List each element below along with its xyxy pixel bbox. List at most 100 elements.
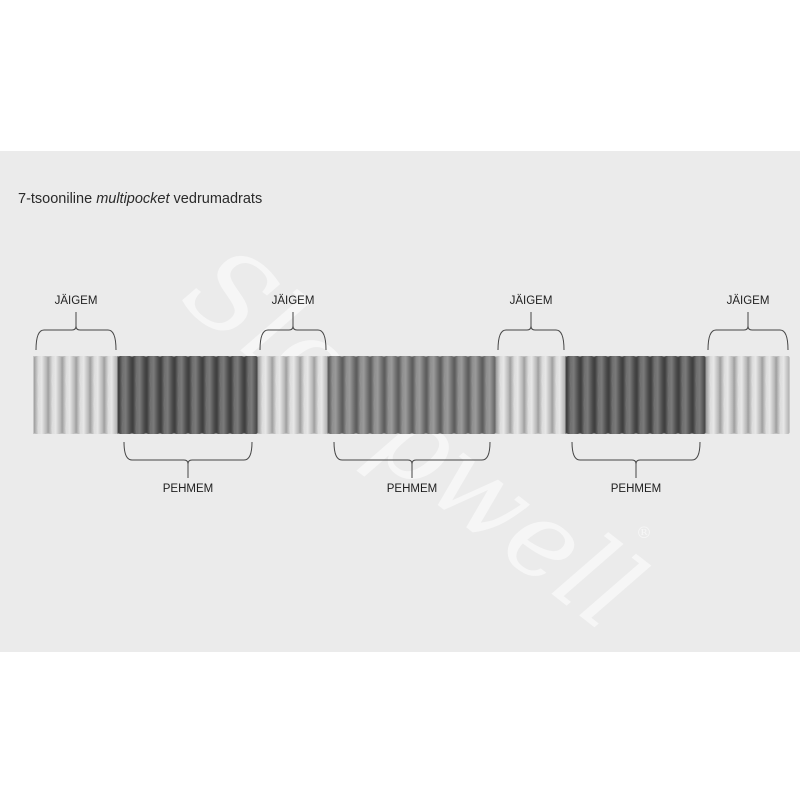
- pocket-stitch: [443, 361, 447, 435]
- pocket-stitch: [569, 361, 573, 435]
- spring-pocket: [412, 356, 426, 434]
- soft-zone-label: PEHMEM: [163, 483, 213, 495]
- spring-pocket: [216, 356, 230, 434]
- spring-pocket: [426, 356, 440, 434]
- watermark-mark: ®: [636, 523, 652, 542]
- firm-zone-label: JÄIGEM: [272, 295, 315, 307]
- zone-6-soft: PEHMEM: [565, 356, 706, 495]
- pocket-stitch: [471, 361, 475, 435]
- soft-zone-bracket: [123, 441, 253, 478]
- pocket-stitch: [415, 361, 419, 435]
- zone-5-firm: JÄIGEM: [495, 295, 566, 435]
- spring-pocket: [552, 356, 566, 434]
- pocket-stitch: [247, 361, 251, 435]
- pocket-stitch: [653, 361, 657, 435]
- spring-pocket: [272, 356, 286, 434]
- zone-3-firm: JÄIGEM: [257, 295, 328, 435]
- spring-pocket: [76, 356, 90, 434]
- spring-pocket: [62, 356, 76, 434]
- firm-zone-label: JÄIGEM: [727, 295, 770, 307]
- spring-pocket: [286, 356, 300, 434]
- spring-pocket: [622, 356, 636, 434]
- firm-zone-bracket: [35, 312, 117, 351]
- firm-zone-bracket: [259, 312, 327, 351]
- pocket-stitch: [359, 361, 363, 435]
- spring-pocket: [300, 356, 314, 434]
- pocket-stitch: [205, 361, 209, 435]
- spring-pocket: [720, 356, 734, 434]
- spring-pocket: [468, 356, 482, 434]
- pocket-stitch: [639, 361, 643, 435]
- spring-pocket: [524, 356, 538, 434]
- pocket-stitch: [373, 361, 377, 435]
- pocket-stitch: [149, 361, 153, 435]
- pocket-stitch: [527, 361, 531, 435]
- pocket-stitch: [625, 361, 629, 435]
- pocket-stitch: [485, 361, 489, 435]
- pocket-stitch: [135, 361, 139, 435]
- pocket-stitch: [233, 361, 237, 435]
- spring-pocket: [566, 356, 580, 434]
- pocket-stitch: [331, 361, 335, 435]
- spring-pocket: [90, 356, 104, 434]
- pocket-stitch: [723, 361, 727, 435]
- pocket-stitch: [387, 361, 391, 435]
- spring-pocket: [580, 356, 594, 434]
- spring-pocket: [734, 356, 748, 434]
- spring-pocket: [482, 356, 496, 434]
- spring-pocket: [762, 356, 776, 434]
- spring-pocket: [776, 356, 790, 434]
- pocket-stitch: [163, 361, 167, 435]
- spring-pocket: [384, 356, 398, 434]
- pocket-stitch: [597, 361, 601, 435]
- pocket-stitch: [345, 361, 349, 435]
- pocket-stitch: [65, 361, 69, 435]
- pocket-stitch: [765, 361, 769, 435]
- spring-pocket: [370, 356, 384, 434]
- spring-pocket: [678, 356, 692, 434]
- spring-pocket: [538, 356, 552, 434]
- pocket-stitch: [429, 361, 433, 435]
- spring-pocket: [356, 356, 370, 434]
- pocket-stitch: [289, 361, 293, 435]
- zone-1-firm: JÄIGEM: [33, 295, 118, 435]
- spring-pocket: [328, 356, 342, 434]
- pocket-stitch: [513, 361, 517, 435]
- zone-4-soft: PEHMEM: [327, 356, 496, 495]
- pocket-stitch: [457, 361, 461, 435]
- spring-pocket: [510, 356, 524, 434]
- spring-pocket: [48, 356, 62, 434]
- spring-pocket: [34, 356, 48, 434]
- spring-pocket: [314, 356, 328, 434]
- spring-pocket: [132, 356, 146, 434]
- mattress-zone-diagram: JÄIGEM PEHMEM JÄIGEM PEHMEM JÄIGEM PEHMEM JÄIG…: [33, 295, 790, 495]
- spring-pocket: [650, 356, 664, 434]
- spring-pocket: [258, 356, 272, 434]
- spring-pocket: [664, 356, 678, 434]
- pocket-stitch: [51, 361, 55, 435]
- spring-pocket: [146, 356, 160, 434]
- pocket-stitch: [751, 361, 755, 435]
- firm-zone-label: JÄIGEM: [55, 295, 98, 307]
- soft-zone-label: PEHMEM: [387, 483, 437, 495]
- firm-zone-bracket: [707, 312, 789, 351]
- spring-pocket: [692, 356, 706, 434]
- spring-pocket: [748, 356, 762, 434]
- pocket-stitch: [275, 361, 279, 435]
- soft-zone-bracket: [333, 441, 491, 478]
- pocket-stitch: [779, 361, 783, 435]
- soft-zone-bracket: [571, 441, 701, 478]
- spring-pocket: [118, 356, 132, 434]
- zone-2-soft: PEHMEM: [117, 356, 258, 495]
- pocket-stitch: [499, 361, 503, 435]
- pocket-stitch: [121, 361, 125, 435]
- diagram-title: 7-tsooniline multipocket vedrumadrats: [18, 191, 263, 207]
- spring-pocket: [706, 356, 720, 434]
- pocket-stitch: [611, 361, 615, 435]
- firm-zone-label: JÄIGEM: [510, 295, 553, 307]
- spring-pocket: [594, 356, 608, 434]
- pocket-stitch: [681, 361, 685, 435]
- zone-7-firm: JÄIGEM: [705, 295, 790, 435]
- pocket-stitch: [303, 361, 307, 435]
- diagram-panel: Sleepwell ® 7-tsooniline multipocket ved…: [0, 151, 800, 652]
